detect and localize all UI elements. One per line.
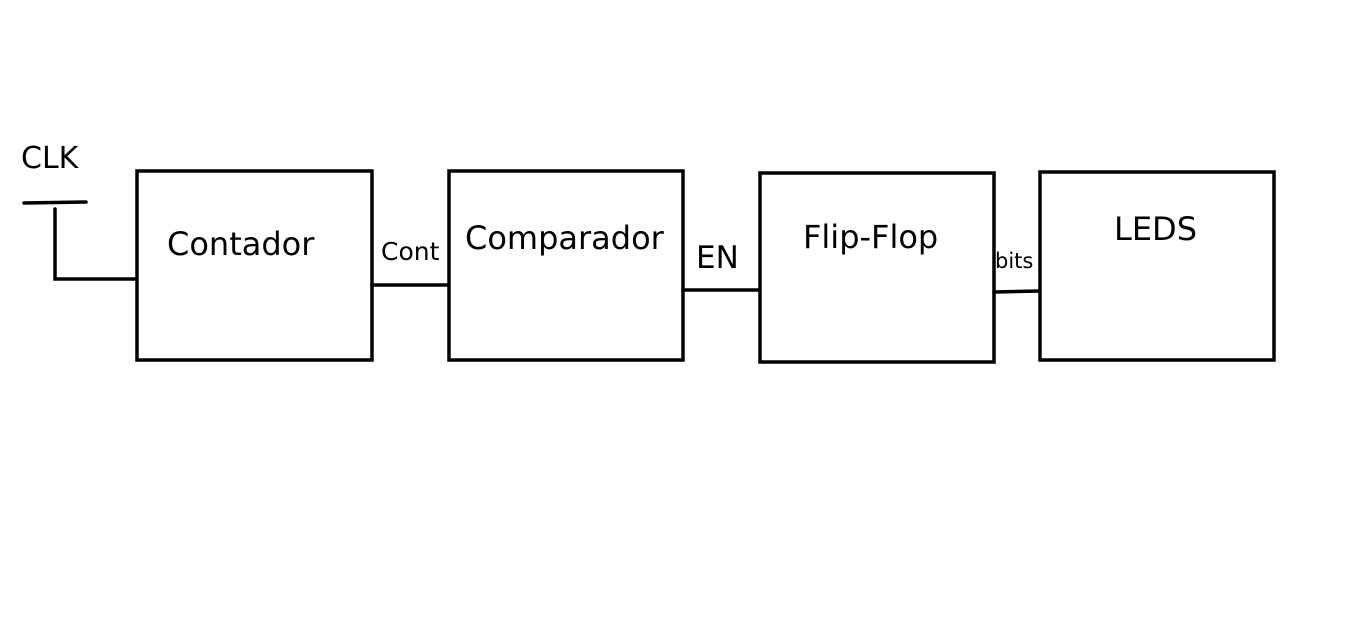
block-contador: Contador: [135, 169, 374, 362]
block-contador-box: [135, 169, 374, 362]
block-comparador-box: [447, 169, 685, 362]
signal-label-bits: bits: [995, 249, 1033, 273]
block-flip-flop-label: Flip-Flop: [803, 218, 938, 256]
signal-label-cont: Cont: [381, 237, 440, 266]
block-flip-flop-box: [758, 171, 996, 364]
block-comparador: Comparador: [447, 169, 685, 362]
block-leds-label: LEDS: [1114, 210, 1197, 248]
clock-wire: [53, 207, 139, 281]
clock-label: CLK: [21, 141, 80, 176]
wire-flipflop-leds: [992, 289, 1042, 294]
block-comparador-label: Comparador: [465, 219, 665, 257]
clock-bar: [22, 200, 88, 205]
block-contador-label: Contador: [167, 225, 315, 263]
block-leds-box: [1038, 170, 1276, 362]
clock-input: CLK: [21, 141, 139, 281]
block-flip-flop: Flip-Flop: [758, 171, 996, 364]
signal-label-en: EN: [696, 240, 739, 276]
block-leds: LEDS: [1038, 170, 1276, 362]
